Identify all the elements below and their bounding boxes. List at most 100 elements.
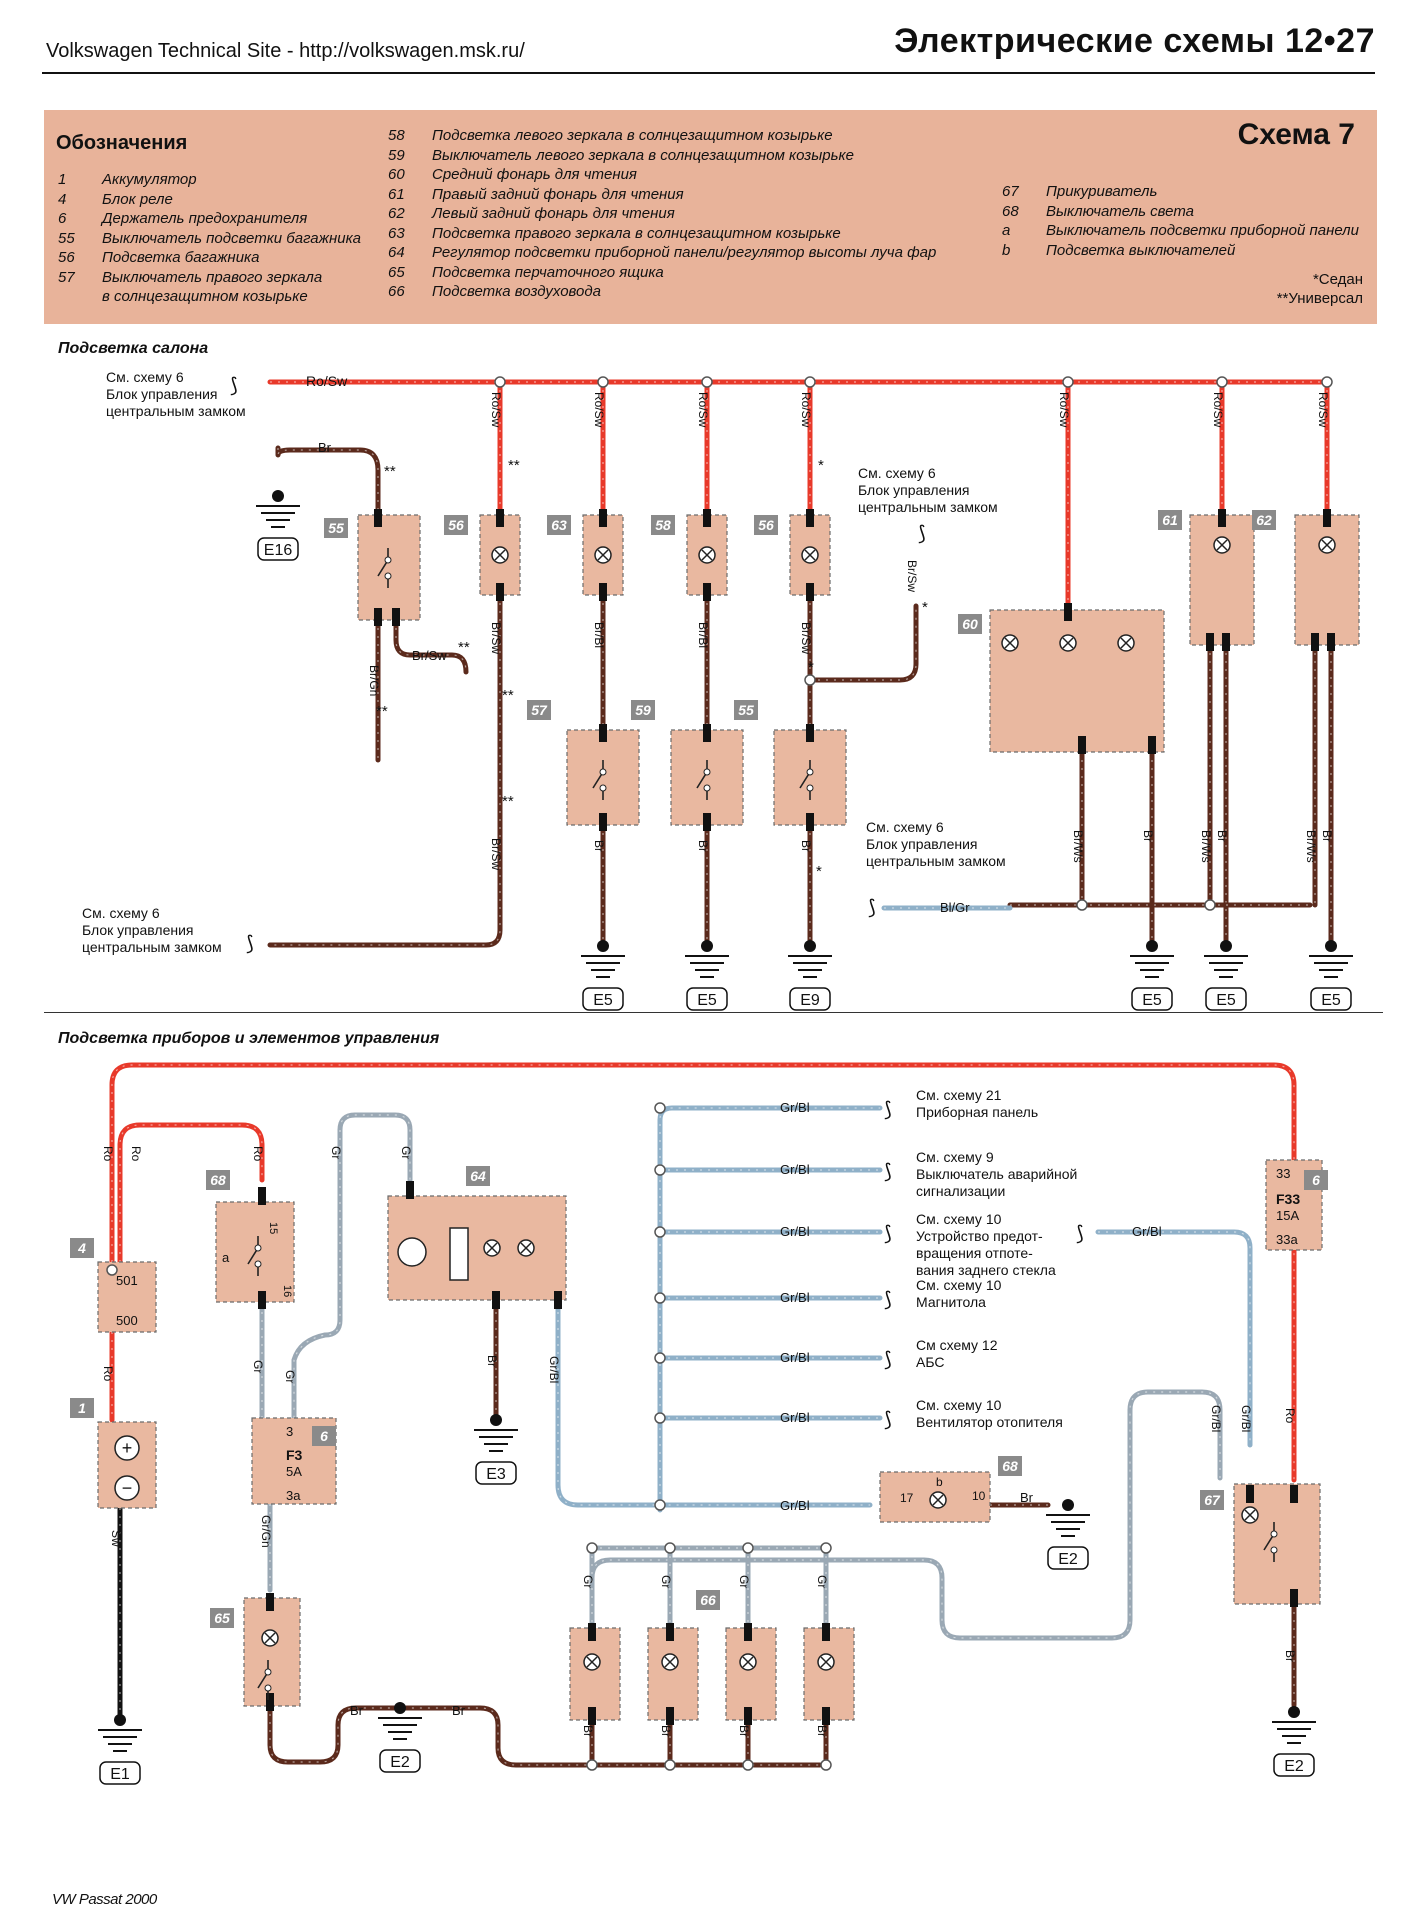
- wire-break-symbol: ⟆: [884, 1099, 892, 1121]
- component-number: 55: [738, 702, 754, 718]
- lamp-cross: [804, 549, 816, 561]
- ground-label: E2: [390, 1754, 410, 1771]
- component-badge: [696, 1590, 720, 1610]
- wire-label: Gr: [251, 1360, 265, 1373]
- wire-break-symbol: ⟆: [246, 933, 254, 955]
- reference-text: Блок управления: [866, 836, 978, 852]
- ground-label-box: [475, 1461, 517, 1485]
- wire-break-symbol: ⟆: [884, 1349, 892, 1371]
- ground-dot: [804, 940, 816, 952]
- ground-label-box: [789, 987, 831, 1011]
- wire-break-symbol: ⟆: [884, 1289, 892, 1311]
- component-badge: [958, 614, 982, 634]
- gr-wire: [589, 1389, 1223, 1641]
- legend-entry-text: Выключатель правого зеркала: [102, 268, 323, 286]
- ground-label-box: [99, 1761, 141, 1785]
- wire-label: Ro/Sw: [1057, 392, 1071, 428]
- battery-minus-sign: −: [122, 1478, 133, 1498]
- legend-entry-number: 64: [388, 244, 405, 261]
- component-number: 58: [655, 517, 671, 533]
- junction-node: [742, 1542, 754, 1554]
- relay-pin: 500: [116, 1313, 138, 1328]
- ground-dot: [114, 1714, 126, 1726]
- wanted-note: **: [376, 703, 388, 720]
- legend-title: Обозначения: [56, 132, 188, 154]
- component-badge: [444, 515, 468, 535]
- wanted-note: **: [502, 793, 514, 810]
- junction-node: [106, 1264, 118, 1276]
- component: [569, 1627, 621, 1721]
- junction-node: [654, 1102, 666, 1114]
- ground-label: E5: [1216, 992, 1236, 1009]
- legend-entry-number: 56: [58, 249, 75, 266]
- wire-label: Br/Sw: [799, 622, 813, 654]
- schema-label: Схема 7: [1237, 118, 1355, 151]
- lamp-cross: [264, 1632, 276, 1644]
- legend-entry-number: 1: [58, 171, 67, 188]
- junction-node: [654, 1352, 666, 1364]
- wire-label: Gr/Bl: [547, 1356, 561, 1383]
- component: [1233, 1483, 1321, 1605]
- ground-dot: [394, 1702, 406, 1714]
- legend-entry-number: a: [1002, 222, 1011, 239]
- wire-tracer: [395, 620, 467, 673]
- wire-label: Gr/Bl: [780, 1290, 810, 1305]
- lamp-cross: [486, 1242, 498, 1254]
- br-wire: [275, 445, 381, 523]
- reference-text: См. схему 10: [916, 1277, 1002, 1293]
- junction-node: [820, 1759, 832, 1771]
- wire-label: Ro: [101, 1146, 115, 1162]
- br-sw-wire: [393, 617, 469, 675]
- switch-contact: [806, 768, 814, 776]
- component-number: 67: [1204, 1492, 1221, 1508]
- junction-node: [586, 1542, 598, 1554]
- wire-label: Br/Bl: [696, 622, 710, 648]
- wire-label: Br/Sw: [905, 560, 919, 592]
- wire-label: Br: [696, 840, 710, 852]
- wanted-note: **: [508, 457, 520, 474]
- legend-entry-text: Подсветка воздуховода: [432, 283, 602, 300]
- switch-contact: [703, 784, 711, 792]
- legend-entry-number: 65: [388, 263, 405, 281]
- wire-label: Gr: [659, 1575, 673, 1588]
- connector: [374, 608, 382, 626]
- ground-label: E5: [1142, 992, 1162, 1009]
- switch-contact: [384, 572, 392, 580]
- section-title-instruments: Подсветка приборов и элементов управлени…: [58, 1030, 440, 1047]
- component-badge: [1304, 1170, 1328, 1190]
- pin-label: 16: [281, 1285, 293, 1297]
- ground-dot: [490, 1414, 502, 1426]
- wire-label: Ro: [1283, 1408, 1297, 1424]
- pin-label: a: [222, 1250, 230, 1265]
- wire-break-symbol: ⟆: [884, 1409, 892, 1431]
- ground-label-box: [582, 987, 624, 1011]
- legend-entry-number: 55: [58, 229, 75, 247]
- junction-node: [1204, 899, 1216, 911]
- lamp-cross: [586, 1656, 598, 1668]
- legend-entry-text: Выключатель подсветки приборной панели: [1046, 222, 1359, 239]
- lamp-cross: [742, 1656, 754, 1668]
- connector: [492, 1291, 500, 1309]
- wire-label: Br: [659, 1725, 673, 1737]
- component-number: 65: [214, 1610, 230, 1626]
- component-number: 57: [531, 702, 548, 718]
- component-badge: [1200, 1490, 1224, 1510]
- lamp-cross: [820, 1656, 832, 1668]
- reference-text: Блок управления: [858, 482, 970, 498]
- junction-node: [742, 1759, 754, 1771]
- connector: [1078, 736, 1086, 754]
- component: [243, 1597, 301, 1707]
- component: [566, 729, 640, 826]
- component-number: 61: [1162, 512, 1178, 528]
- wire-label: Br: [485, 1355, 499, 1367]
- reference-text: Блок управления: [82, 922, 194, 938]
- component-badge: [631, 700, 655, 720]
- component-badge: [734, 700, 758, 720]
- wire-label: Gr: [815, 1575, 829, 1588]
- ground-dot: [1220, 940, 1232, 952]
- connector: [703, 724, 711, 742]
